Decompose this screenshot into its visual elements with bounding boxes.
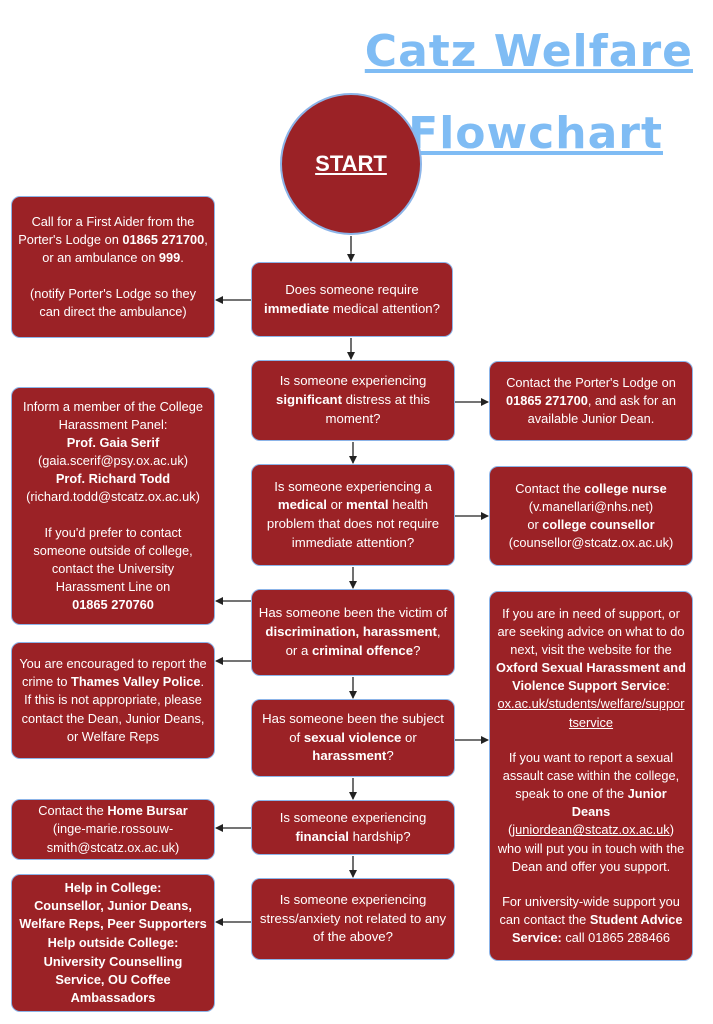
student-advice-bold: Student Advice Service: xyxy=(512,912,683,946)
q4-bold-1: discrimination, harassment xyxy=(265,624,437,640)
q3-bold-2: mental xyxy=(346,497,389,513)
help-in-college-list: Counsellor, Junior Deans, Welfare Reps, … xyxy=(19,898,207,932)
student-advice-phone: call 01865 288466 xyxy=(561,930,670,946)
q3-text: Is someone experiencing a xyxy=(274,478,432,494)
support-colon: : xyxy=(666,678,670,694)
question-medical-mental-health: Is someone experiencing a medical or men… xyxy=(251,464,455,566)
firstaid-text-mid: , or an ambulance on xyxy=(42,232,208,266)
help-in-college-heading: Help in College: xyxy=(64,880,162,895)
junior-dean-email[interactable]: juniordean@stcatz.ox.ac.uk xyxy=(512,822,670,838)
firstaid-note: (notify Porter's Lodge so they can direc… xyxy=(29,285,197,319)
firstaid-text: Call for a First Aider from the Porter's… xyxy=(18,214,195,248)
q5-text-mid: or xyxy=(401,729,417,745)
bursar-email: (inge-marie.rossouw-smith@stcatz.ox.ac.u… xyxy=(46,821,180,855)
q2-bold: significant xyxy=(276,392,342,408)
q5-text: Has someone been the subject of xyxy=(262,710,444,745)
help-outside-heading: Help outside College: xyxy=(47,935,179,951)
q2-text-end: distress at this moment? xyxy=(325,392,430,426)
q4-text-mid: , or a xyxy=(285,624,441,658)
nurse-text: Contact the xyxy=(515,480,585,496)
q4-text-end: ? xyxy=(413,642,421,658)
panel-member-2: Prof. Richard Todd xyxy=(55,471,171,487)
q3-text-mid: or xyxy=(326,497,347,513)
police-text: You are encouraged to report the crime t… xyxy=(19,656,207,690)
junior-dean-text: who will put you in touch with the Dean … xyxy=(497,840,685,874)
nurse-bold: college nurse xyxy=(584,480,667,496)
start-label: START xyxy=(315,151,387,176)
q1-text-end: medical attention? xyxy=(329,300,440,316)
university-support-text: For university-wide support you can cont… xyxy=(499,893,680,928)
answer-first-aider: Call for a First Aider from the Porter's… xyxy=(11,196,215,338)
firstaid-period: . xyxy=(180,250,184,266)
bursar-text: Contact the xyxy=(38,803,108,819)
q4-text: Has someone been the victim of xyxy=(258,605,448,621)
porters-phone: 01865 271700 xyxy=(505,392,588,408)
q6-bold: financial xyxy=(295,828,349,844)
question-immediate-medical: Does someone require immediate medical a… xyxy=(251,262,453,337)
question-discrimination: Has someone been the victim of discrimin… xyxy=(251,589,455,676)
q5-bold-2: harassment xyxy=(312,748,387,764)
junior-deans-bold: Junior Deans xyxy=(571,786,667,820)
start-node: START xyxy=(280,93,422,235)
q2-text: Is someone experiencing xyxy=(279,373,427,389)
support-service-name: Oxford Sexual Harassment and Violence Su… xyxy=(496,660,686,694)
answer-college-nurse: Contact the college nurse (v.manellari@n… xyxy=(489,466,693,566)
q3-bold-1: medical xyxy=(277,497,327,513)
question-sexual-violence: Has someone been the subject of sexual v… xyxy=(251,699,455,777)
help-outside-list: University Counselling Service, OU Coffe… xyxy=(43,953,183,1005)
nurse-or: or xyxy=(527,517,543,532)
report-text: If you want to report a sexual assault c… xyxy=(502,749,680,802)
harassment-line-phone: 01865 270760 xyxy=(72,597,154,613)
answer-sexual-violence-support: If you are in need of support, or are se… xyxy=(489,591,693,961)
question-financial-hardship: Is someone experiencing financial hardsh… xyxy=(251,800,455,855)
panel-outside-text: If you'd prefer to contact someone outsi… xyxy=(33,524,193,595)
answer-home-bursar: Contact the Home Bursar (inge-marie.ross… xyxy=(11,799,215,860)
panel-intro: Inform a member of the College Harassmen… xyxy=(23,398,203,432)
police-bold: Thames Valley Police xyxy=(71,674,201,690)
question-stress-anxiety: Is someone experiencing stress/anxiety n… xyxy=(251,878,455,960)
porters-text: Contact the Porter's Lodge on xyxy=(506,374,676,390)
nurse-email: (v.manellari@nhs.net) xyxy=(528,498,654,514)
answer-harassment-panel: Inform a member of the College Harassmen… xyxy=(11,387,215,625)
support-service-link[interactable]: ox.ac.uk/students/welfare/supportservice xyxy=(497,696,685,730)
q1-bold: immediate xyxy=(264,300,330,316)
q6-text: Is someone experiencing xyxy=(279,809,427,825)
title-line-2: Flowchart xyxy=(408,108,663,159)
q7-text: Is someone experiencing stress/anxiety n… xyxy=(259,891,447,945)
q5-bold-1: sexual violence xyxy=(303,729,402,745)
answer-help-sources: Help in College: Counsellor, Junior Dean… xyxy=(11,874,215,1012)
panel-email-2: (richard.todd@stcatz.ox.ac.uk) xyxy=(26,489,200,505)
counsellor-email: (counsellor@stcatz.ox.ac.uk) xyxy=(508,535,674,551)
porters-text-end: , and ask for an available Junior Dean. xyxy=(527,392,677,427)
support-text: If you are in need of support, or are se… xyxy=(497,605,685,657)
police-text-end: . If this is not appropriate, please con… xyxy=(21,674,205,744)
q4-bold-2: criminal offence xyxy=(311,642,414,658)
title-line-1: Catz Welfare xyxy=(364,26,693,77)
answer-report-police: You are encouraged to report the crime t… xyxy=(11,642,215,759)
bursar-bold: Home Bursar xyxy=(107,803,188,819)
q1-text: Does someone require xyxy=(285,281,419,297)
q5-text-end: ? xyxy=(386,748,394,764)
q6-text-end: hardship? xyxy=(348,828,411,844)
question-significant-distress: Is someone experiencing significant dist… xyxy=(251,360,455,441)
firstaid-999: 999 xyxy=(158,250,181,266)
firstaid-phone: 01865 271700 xyxy=(122,232,205,248)
panel-member-1: Prof. Gaia Serif xyxy=(66,434,160,450)
answer-porters-lodge: Contact the Porter's Lodge on 01865 2717… xyxy=(489,361,693,441)
panel-email-1: (gaia.scerif@psy.ox.ac.uk) xyxy=(37,453,188,469)
q3-text-end: health problem that does not require imm… xyxy=(266,497,440,550)
counsellor-bold: college counsellor xyxy=(542,517,655,532)
